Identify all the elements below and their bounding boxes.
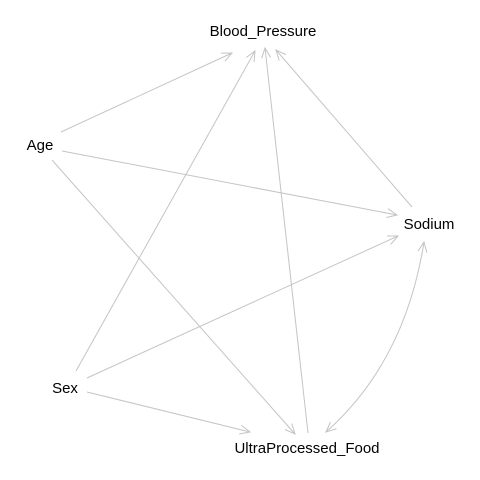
arrowhead-icon [275, 49, 287, 61]
edges [51, 46, 428, 435]
arrowhead-icon [284, 423, 296, 435]
edge-sodium-to-blood-pressure [275, 49, 413, 208]
arrowhead-icon [387, 235, 400, 245]
arrowhead-icon [245, 49, 256, 62]
edge-ultra-processed-food-to-blood-pressure [264, 47, 309, 434]
edge-sex-to-sodium [86, 235, 399, 379]
edge-sodium-to-ultra-processed-food [325, 241, 425, 433]
edge-age-to-ultra-processed-food [51, 159, 296, 435]
arrowhead-icon [239, 424, 252, 435]
arrowhead-icon [325, 421, 337, 433]
edge-age-to-blood-pressure [60, 52, 233, 133]
arrowhead-icon [261, 46, 272, 59]
node-sex: Sex [52, 380, 78, 397]
edge-sex-to-blood-pressure [75, 50, 256, 372]
node-age: Age [27, 137, 54, 154]
edge-sex-to-ultra-processed-food [86, 391, 251, 433]
edge-age-to-sodium [61, 150, 398, 216]
node-sodium: Sodium [404, 216, 455, 233]
node-blood-pressure: Blood_Pressure [210, 23, 317, 40]
node-ultra-processed-food: UltraProcessed_Food [234, 440, 379, 457]
arrowhead-icon [221, 52, 234, 62]
nodes: Blood_Pressure Age Sodium Sex UltraProce… [27, 23, 455, 457]
arrowhead-icon [386, 208, 399, 219]
